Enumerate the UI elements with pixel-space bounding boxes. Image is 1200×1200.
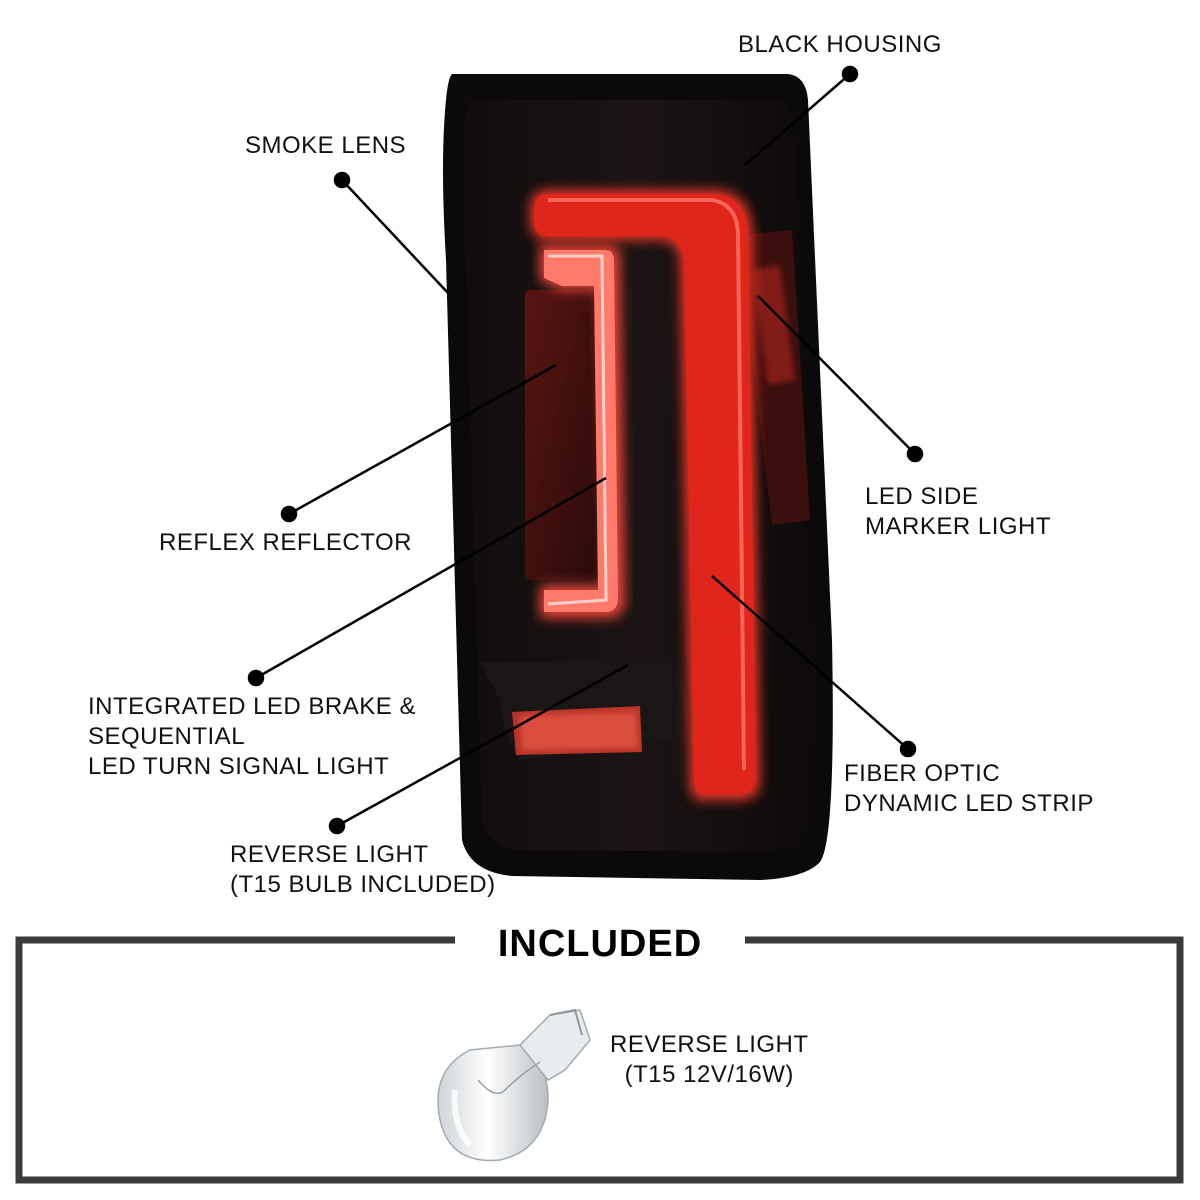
led-side-marker-label: LED SIDE MARKER LIGHT xyxy=(865,482,1051,542)
fiber-optic-led-strip xyxy=(530,190,760,800)
included-frame xyxy=(15,936,1184,1184)
included-item-line-1: REVERSE LIGHT xyxy=(610,1031,809,1058)
led-side-marker-line-1: LED SIDE xyxy=(865,483,979,510)
included-item-label: REVERSE LIGHT (T15 12V/16W) xyxy=(610,1030,809,1090)
integrated-led-brake-turn xyxy=(540,245,625,618)
integrated-led-dot xyxy=(247,669,265,687)
included-item-line-2: (T15 12V/16W) xyxy=(624,1061,794,1088)
reverse-light-line-1: REVERSE LIGHT xyxy=(230,841,429,868)
reflex-reflector-dot xyxy=(280,505,298,523)
reverse-light-line-2: (T15 BULB INCLUDED) xyxy=(230,871,496,898)
integrated-led-line-2: SEQUENTIAL xyxy=(88,723,246,750)
included-heading: INCLUDED xyxy=(455,918,745,970)
reflex-reflector-label: REFLEX REFLECTOR xyxy=(159,529,412,556)
smoke-lens-label: SMOKE LENS xyxy=(245,132,407,159)
fiber-optic-label: FIBER OPTIC DYNAMIC LED STRIP xyxy=(844,759,1094,819)
black-housing-label: BLACK HOUSING xyxy=(738,31,942,58)
fiber-optic-line-2: DYNAMIC LED STRIP xyxy=(844,790,1094,817)
reflex-reflector-shape xyxy=(525,290,595,580)
fiber-optic-line-1: FIBER OPTIC xyxy=(844,760,1001,787)
leader-lines xyxy=(247,65,924,835)
reverse-light-dot xyxy=(328,817,346,835)
fiber-optic-dot xyxy=(899,740,917,758)
integrated-led-label: INTEGRATED LED BRAKE & SEQUENTIAL LED TU… xyxy=(88,692,416,782)
black-housing-dot xyxy=(841,65,859,83)
integrated-led-line-3: LED TURN SIGNAL LIGHT xyxy=(88,753,390,780)
integrated-led-line-1: INTEGRATED LED BRAKE & xyxy=(88,693,416,720)
led-side-marker-line-2: MARKER LIGHT xyxy=(865,513,1052,540)
reverse-light-label: REVERSE LIGHT (T15 BULB INCLUDED) xyxy=(230,840,496,900)
led-side-marker-dot xyxy=(906,445,924,463)
smoke-lens-dot xyxy=(333,171,351,189)
t15-bulb-image xyxy=(437,1008,591,1162)
